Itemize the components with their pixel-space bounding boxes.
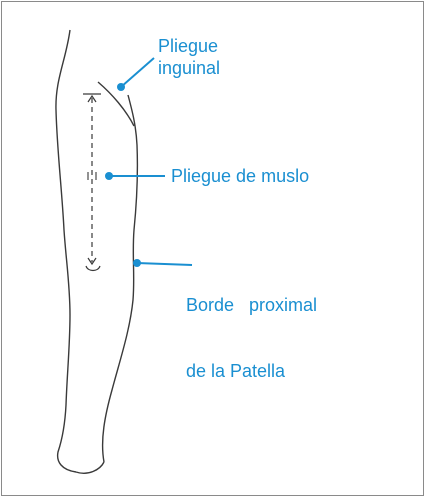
thigh-label-text: Pliegue de muslo <box>171 165 309 187</box>
inguinal-leader-line <box>121 58 154 87</box>
leg-outline-left <box>56 30 76 472</box>
patella-border-label: Borde proximal de la Patella <box>186 250 317 426</box>
patella-leader-line <box>137 263 192 265</box>
leg-outline-foot <box>76 462 104 473</box>
leg-outline-right <box>103 95 138 462</box>
inguinal-fold-line <box>98 82 134 126</box>
measure-bottom-bracket <box>86 266 100 271</box>
inguinal-label-line1: Pliegue <box>158 35 220 57</box>
inguinal-fold-label: Pliegue inguinal <box>158 35 220 79</box>
thigh-fold-label: Pliegue de muslo <box>171 165 309 187</box>
patella-label-line1: Borde proximal <box>186 294 317 316</box>
patella-label-line2: de la Patella <box>186 360 317 382</box>
inguinal-label-line2: inguinal <box>158 57 220 79</box>
